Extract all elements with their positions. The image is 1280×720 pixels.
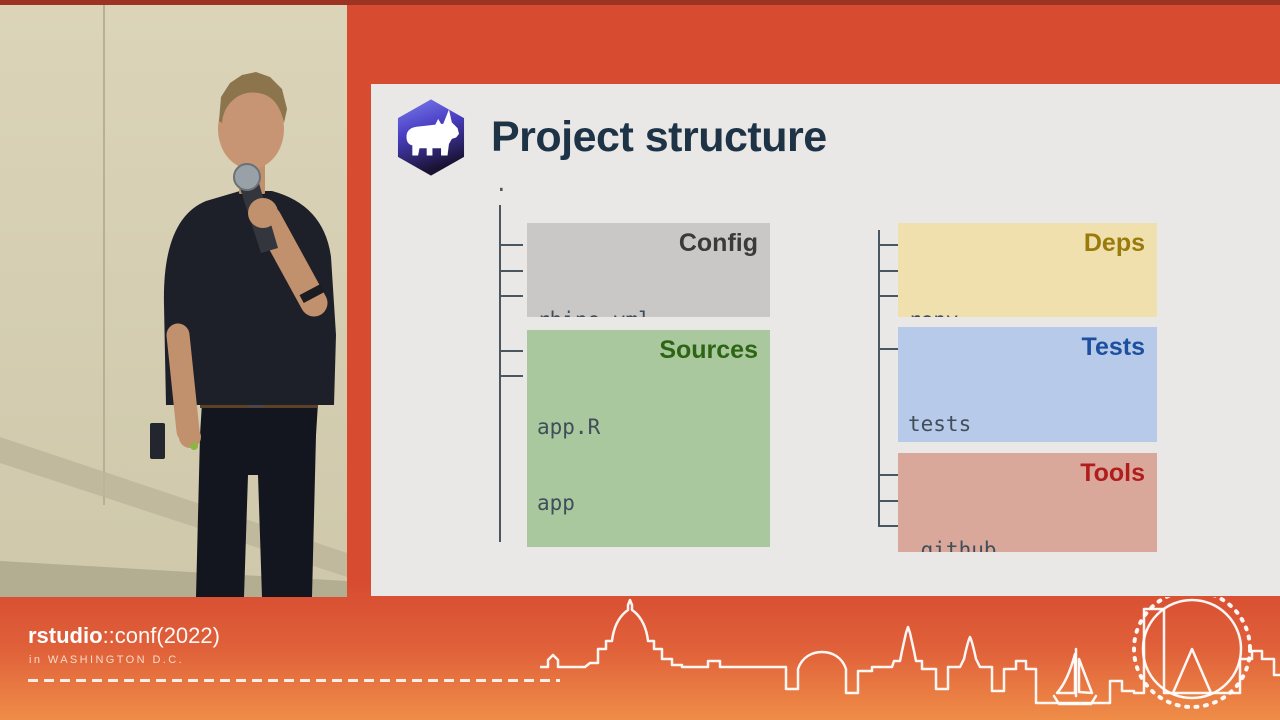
speaker-silhouette — [150, 72, 336, 597]
file-item: .github — [908, 537, 997, 553]
tree-branch — [878, 500, 898, 502]
capitol-skyline-outline — [540, 598, 1280, 705]
tree-branch — [878, 348, 898, 350]
brand-bold: rstudio — [28, 623, 103, 648]
conference-location: in WASHINGTON D.C. — [29, 654, 185, 666]
sailboat-icon — [1052, 647, 1098, 706]
tree-trunk-right — [878, 230, 880, 527]
tree-branch — [499, 244, 523, 246]
slide-header: Project structure — [395, 98, 827, 177]
sources-group-label: Sources — [659, 336, 758, 364]
hand — [248, 198, 278, 228]
tree-branch — [878, 244, 898, 246]
presentation-slide: Project structure . Config rhino.yml con… — [371, 84, 1280, 596]
speaker-photo — [0, 5, 347, 597]
file-item: app — [537, 491, 575, 515]
sources-group-box: Sources app.R app ├─ main.R ├─ logic ├─ … — [527, 330, 770, 547]
right-forearm — [254, 205, 328, 317]
brand-rest: ::conf(2022) — [102, 623, 220, 648]
tree-branch — [878, 295, 898, 297]
tree-branch — [878, 525, 898, 527]
dashed-divider — [28, 679, 560, 682]
wristband — [299, 283, 325, 304]
tree-branch — [878, 270, 898, 272]
deps-group-label: Deps — [1083, 229, 1145, 257]
tools-group-box: Tools .github .lintr example.Rproj — [898, 453, 1157, 552]
ferris-wheel-icon — [1132, 597, 1252, 709]
file-item: app.R — [537, 414, 601, 439]
footer: rstudio::conf(2022) in WASHINGTON D.C. — [0, 597, 1280, 720]
tree-branch — [878, 474, 898, 476]
file-item: rhino.yml — [537, 308, 760, 318]
file-item: tests — [908, 411, 972, 436]
dc-skyline-graphic — [540, 597, 1280, 709]
config-group-box: Config rhino.yml config.yml .Rprofile — [527, 223, 770, 317]
conference-brand: rstudio::conf(2022) — [28, 623, 220, 649]
tree-root-dot: . — [495, 172, 508, 196]
deps-group-box: Deps renv renv.lock dependencies.R — [898, 223, 1157, 317]
tests-group-box: Tests tests ├─ cypress ├─ cypress.json └… — [898, 327, 1157, 442]
rhino-logo-icon — [397, 99, 465, 176]
config-group-label: Config — [678, 229, 758, 257]
tree-branch — [499, 270, 523, 272]
tools-group-label: Tools — [1080, 459, 1145, 487]
file-item: renv — [908, 308, 1147, 318]
tree-trunk-left — [499, 205, 501, 542]
floor — [0, 561, 347, 597]
tree-branch — [499, 375, 523, 377]
tree-branch — [499, 350, 523, 352]
tree-branch — [499, 295, 523, 297]
page-title: Project structure — [491, 113, 827, 161]
tests-group-label: Tests — [1081, 333, 1145, 361]
